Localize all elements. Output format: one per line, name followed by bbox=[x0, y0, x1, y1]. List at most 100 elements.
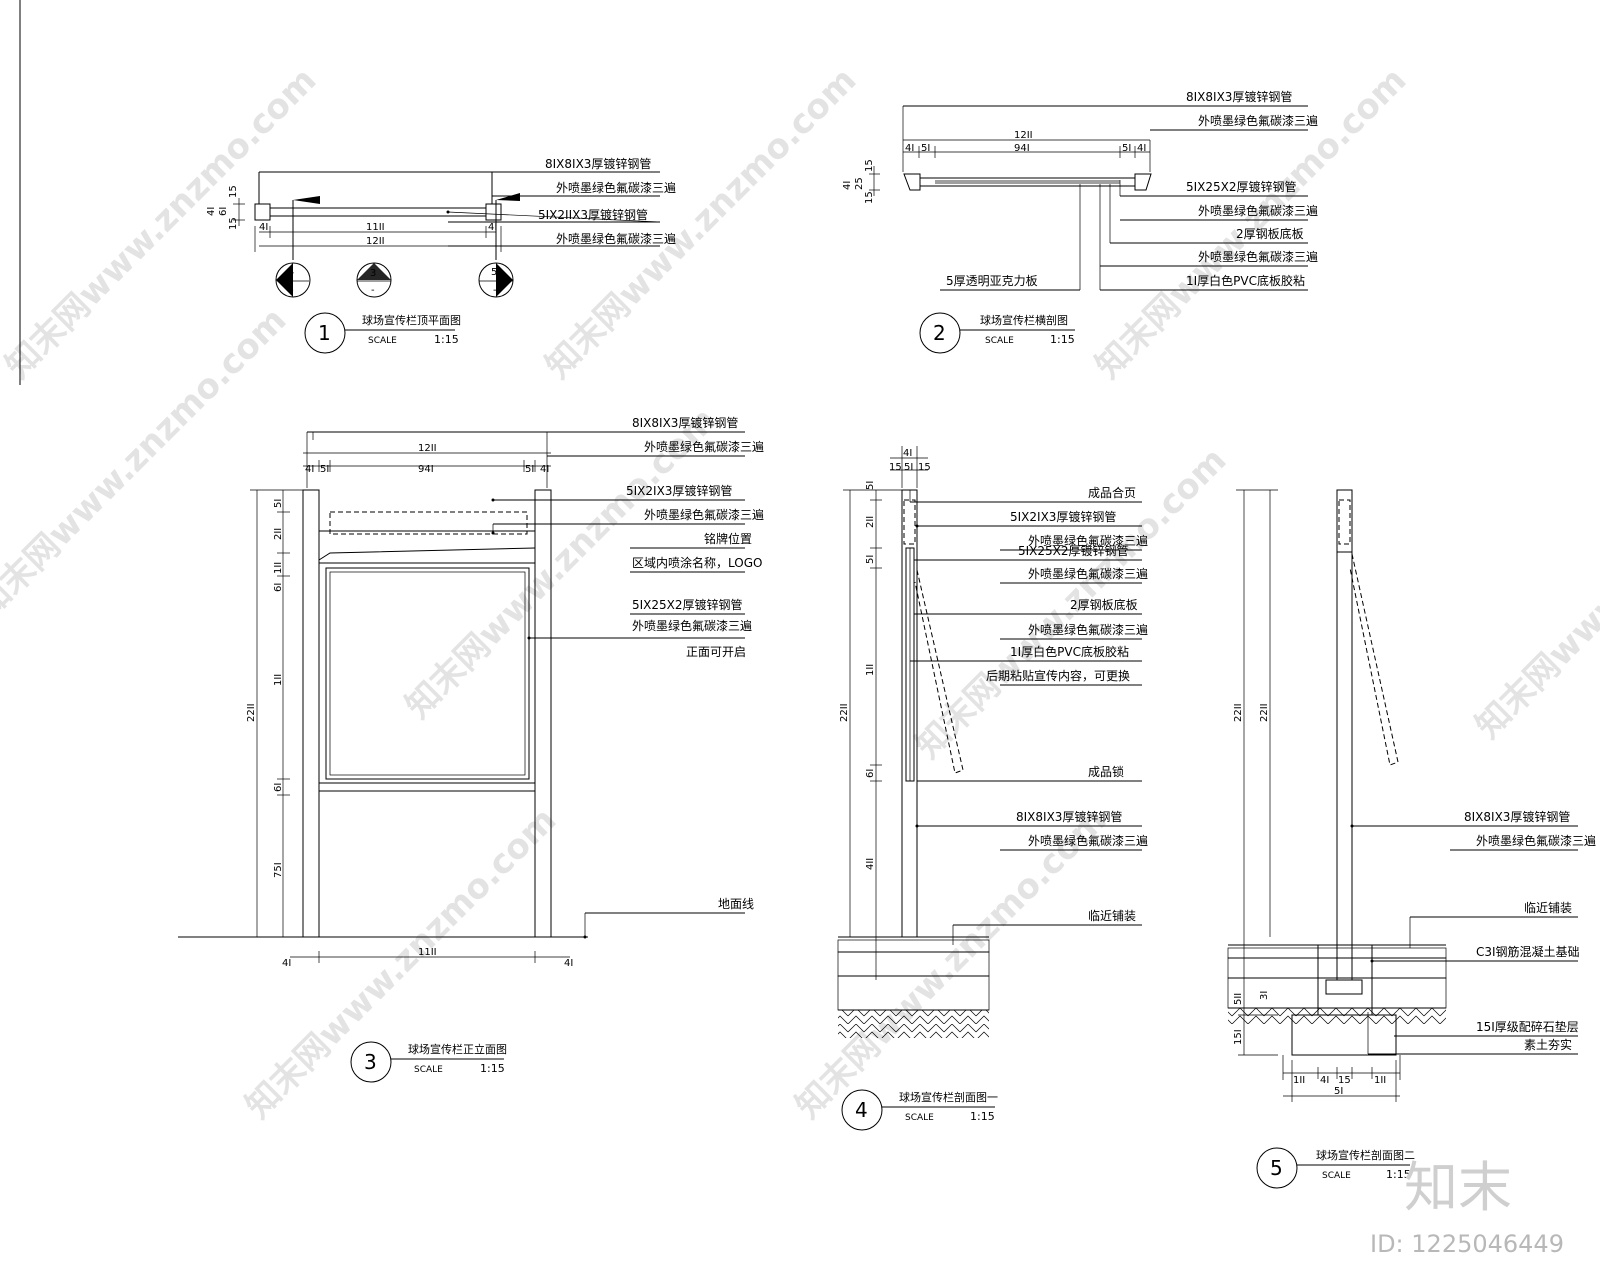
dimension-label: 3Ⅰ bbox=[1259, 991, 1270, 1000]
dimension-label: 15 bbox=[864, 191, 875, 204]
dimension-label: 15 bbox=[889, 462, 902, 473]
dimension-label: 15 bbox=[1338, 1075, 1351, 1086]
drawing-number: 5 bbox=[1270, 1156, 1283, 1180]
dimension-label: 4ⅠⅠ bbox=[865, 858, 876, 870]
dimension-label: 6Ⅰ bbox=[273, 583, 284, 592]
note: 2厚钢板底板 bbox=[1236, 226, 1304, 241]
note: 外喷墨绿色氟碳漆三遍 bbox=[1198, 113, 1318, 128]
note: 素土夯实 bbox=[1524, 1037, 1572, 1052]
scale-value: 1:15 bbox=[970, 1110, 995, 1123]
watermark: 知末网www.znzmo.com bbox=[1088, 60, 1414, 386]
dimension-label: 6Ⅰ bbox=[865, 769, 876, 778]
note: 外喷墨绿色氟碳漆三遍 bbox=[644, 439, 764, 454]
note: 成品合页 bbox=[1088, 485, 1136, 500]
dimension-label: 4Ⅰ bbox=[259, 222, 268, 233]
dimension-label: 4Ⅰ bbox=[540, 464, 549, 475]
drawing-number: 3 bbox=[364, 1050, 377, 1074]
dimension-label: 94Ⅰ bbox=[1014, 143, 1030, 154]
note: 5ⅠX25X2厚镀锌钢管 bbox=[1018, 543, 1129, 558]
drawing-title: 球场宣传栏剖面图一 bbox=[899, 1090, 998, 1104]
note: 外喷墨绿色氟碳漆三遍 bbox=[1028, 566, 1148, 581]
section-number: 3 bbox=[370, 268, 376, 279]
drawing-5-labels: 8ⅠX8ⅠX3厚镀锌钢管 外喷墨绿色氟碳漆三遍 临近铺装 C3Ⅰ钢筋混凝土基础 … bbox=[1233, 703, 1596, 1189]
note: 15Ⅰ厚级配碎石垫层 bbox=[1476, 1019, 1579, 1034]
note: 外喷墨绿色氟碳漆三遍 bbox=[1198, 203, 1318, 218]
dimension-label: 75Ⅰ bbox=[273, 862, 284, 878]
dimension-label: 5ⅠⅠ bbox=[1233, 993, 1244, 1005]
scale-value: 1:15 bbox=[1050, 333, 1075, 346]
drawing-title: 球场宣传栏横剖图 bbox=[980, 313, 1068, 327]
image-id: ID: 1225046449 bbox=[1370, 1230, 1564, 1258]
dimension-label: 4Ⅰ bbox=[282, 958, 291, 969]
section-number: 5 bbox=[491, 267, 497, 278]
section-number: 4 bbox=[288, 267, 294, 278]
dimension-label: 1ⅠⅠ bbox=[865, 664, 876, 676]
dimension-label: 15 bbox=[918, 462, 931, 473]
note: C3Ⅰ钢筋混凝土基础 bbox=[1476, 944, 1580, 959]
dimension-label: 11ⅠⅠ bbox=[366, 222, 385, 233]
drawing-3-front-elevation bbox=[178, 431, 745, 963]
dimension-label: 4Ⅰ bbox=[206, 207, 217, 216]
note: 5ⅠX2ⅠX3厚镀锌钢管 bbox=[1010, 509, 1116, 524]
drawing-4-section-one bbox=[837, 446, 1142, 1038]
drawing-2-horizontal-section bbox=[869, 105, 1308, 291]
dimension-label: 6Ⅰ bbox=[218, 207, 229, 216]
drawing-number: 4 bbox=[855, 1098, 868, 1122]
drawing-2-labels: 8ⅠX8ⅠX3厚镀锌钢管 外喷墨绿色氟碳漆三遍 5ⅠX25X2厚镀锌钢管 外喷墨… bbox=[842, 89, 1318, 354]
dimension-label: 15 bbox=[228, 217, 239, 230]
watermark: 知末网www.znzmo.com bbox=[788, 800, 1114, 1126]
dimension-label: 4Ⅰ bbox=[903, 448, 912, 459]
note: 外喷墨绿色氟碳漆三遍 bbox=[1028, 833, 1148, 848]
note: 外喷墨绿色氟碳漆三遍 bbox=[644, 507, 764, 522]
dimension-label: 1ⅠⅠ bbox=[273, 674, 284, 686]
note: 8ⅠX8ⅠX3厚镀锌钢管 bbox=[1186, 89, 1292, 104]
watermark: 知末网www.znzmo.com bbox=[1468, 420, 1600, 746]
watermark: 知末网www.znzmo.com bbox=[538, 60, 864, 386]
note: 1Ⅰ厚白色PVC底板胶粘 bbox=[1010, 644, 1129, 659]
note: 外喷墨绿色氟碳漆三遍 bbox=[632, 618, 752, 633]
drawing-title: 球场宣传栏顶平面图 bbox=[362, 313, 461, 327]
note: 5ⅠX25X2厚镀锌钢管 bbox=[632, 597, 743, 612]
note: 外喷墨绿色氟碳漆三遍 bbox=[1028, 533, 1148, 548]
dimension-label: 15Ⅰ bbox=[1233, 1029, 1244, 1045]
dimension-label: 6Ⅰ bbox=[273, 783, 284, 792]
dimension-label: 4Ⅰ bbox=[1137, 143, 1146, 154]
drawing-title: 球场宣传栏剖面图二 bbox=[1316, 1148, 1415, 1162]
drawing-title: 球场宣传栏正立面图 bbox=[408, 1042, 507, 1056]
dimension-label: 5Ⅰ bbox=[1122, 143, 1131, 154]
note: 5ⅠX2ⅠⅠX3厚镀锌钢管 bbox=[538, 207, 648, 222]
dimension-label: 22ⅠⅠ bbox=[1233, 703, 1244, 722]
dimension-label: 5Ⅰ bbox=[904, 462, 913, 473]
scale-value: 1:15 bbox=[434, 333, 459, 346]
dimension-label: 4Ⅰ bbox=[1320, 1075, 1329, 1086]
drawing-4-labels: 成品合页 5ⅠX2ⅠX3厚镀锌钢管 外喷墨绿色氟碳漆三遍 5ⅠX25X2厚镀锌钢… bbox=[839, 448, 1148, 1131]
dimension-label: 4Ⅰ bbox=[905, 143, 914, 154]
dimension-label: 22ⅠⅠ bbox=[246, 703, 257, 722]
note: 外喷墨绿色氟碳漆三遍 bbox=[1476, 833, 1596, 848]
note: 8ⅠX8ⅠX3厚镀锌钢管 bbox=[1464, 809, 1570, 824]
scale-label: SCALE bbox=[1322, 1171, 1351, 1181]
note: 正面可开启 bbox=[686, 645, 746, 659]
note: 区域内喷涂名称，LOGO bbox=[632, 555, 762, 570]
drawing-1-top-plan bbox=[233, 171, 661, 298]
note: 1Ⅰ厚白色PVC底板胶粘 bbox=[1186, 273, 1305, 288]
note: 8ⅠX8ⅠX3厚镀锌钢管 bbox=[1016, 809, 1122, 824]
dimension-label: 5Ⅰ bbox=[320, 464, 329, 475]
note: 5ⅠX25X2厚镀锌钢管 bbox=[1186, 179, 1297, 194]
dimension-label: 5Ⅰ bbox=[921, 143, 930, 154]
dimension-label: 4Ⅰ bbox=[842, 181, 853, 190]
dimension-label: 5Ⅰ bbox=[273, 499, 284, 508]
note: 外喷墨绿色氟碳漆三遍 bbox=[1028, 622, 1148, 637]
note: 后期粘贴宣传内容，可更换 bbox=[986, 668, 1130, 683]
scale-label: SCALE bbox=[905, 1113, 934, 1123]
note: 临近铺装 bbox=[1524, 901, 1572, 915]
note: 外喷墨绿色氟碳漆三遍 bbox=[1198, 249, 1318, 264]
dimension-label: 4Ⅰ bbox=[564, 958, 573, 969]
section-sub: - bbox=[290, 285, 294, 296]
dimension-label: 4Ⅰ bbox=[305, 464, 314, 475]
note: 外喷墨绿色氟碳漆三遍 bbox=[556, 231, 676, 246]
note: 8ⅠX8ⅠX3厚镀锌钢管 bbox=[545, 156, 651, 171]
drawing-number: 1 bbox=[318, 321, 331, 345]
dimension-label: 5Ⅰ bbox=[865, 481, 876, 490]
